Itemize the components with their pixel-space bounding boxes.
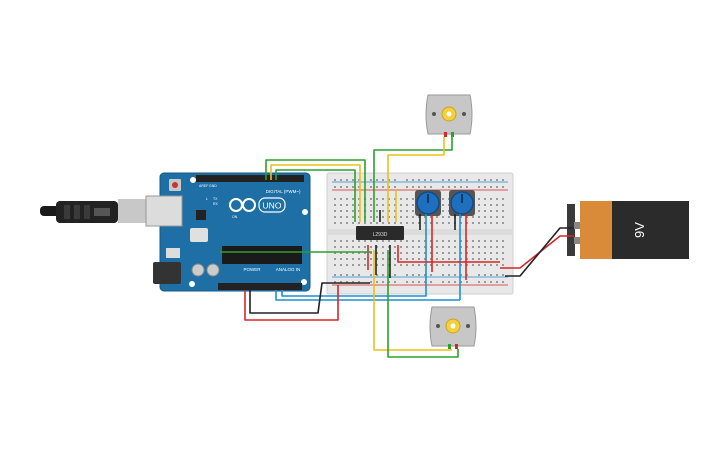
chip-label: L293D bbox=[373, 232, 388, 238]
l-label: L bbox=[206, 197, 208, 201]
aref-label: AREF bbox=[199, 184, 208, 188]
power-header-label: POWER bbox=[243, 267, 261, 272]
on-label: ON bbox=[232, 215, 238, 219]
analog-header-label: ANALOG IN bbox=[276, 267, 301, 272]
potentiometer-2[interactable] bbox=[449, 190, 475, 216]
gnd-label: GND bbox=[209, 184, 217, 188]
board-model-label: UNO bbox=[263, 201, 282, 211]
dc-motor-bottom[interactable] bbox=[429, 306, 477, 349]
digital-header-label: DIGITAL (PWM~) bbox=[266, 189, 301, 194]
dc-motor-top[interactable] bbox=[425, 94, 473, 137]
potentiometer-1[interactable] bbox=[415, 190, 441, 216]
battery-9v[interactable]: 9V bbox=[567, 201, 689, 259]
motor-driver-chip[interactable]: L293D bbox=[356, 226, 404, 240]
tx-label: TX bbox=[213, 197, 218, 201]
battery-label: 9V bbox=[632, 222, 647, 238]
arduino-board[interactable]: UNO DIGITAL (PWM~) POWER ANALOG IN AREF … bbox=[145, 172, 311, 292]
rx-label: RX bbox=[213, 202, 219, 206]
wires bbox=[220, 137, 574, 358]
arduino-logo-icon bbox=[229, 198, 256, 212]
